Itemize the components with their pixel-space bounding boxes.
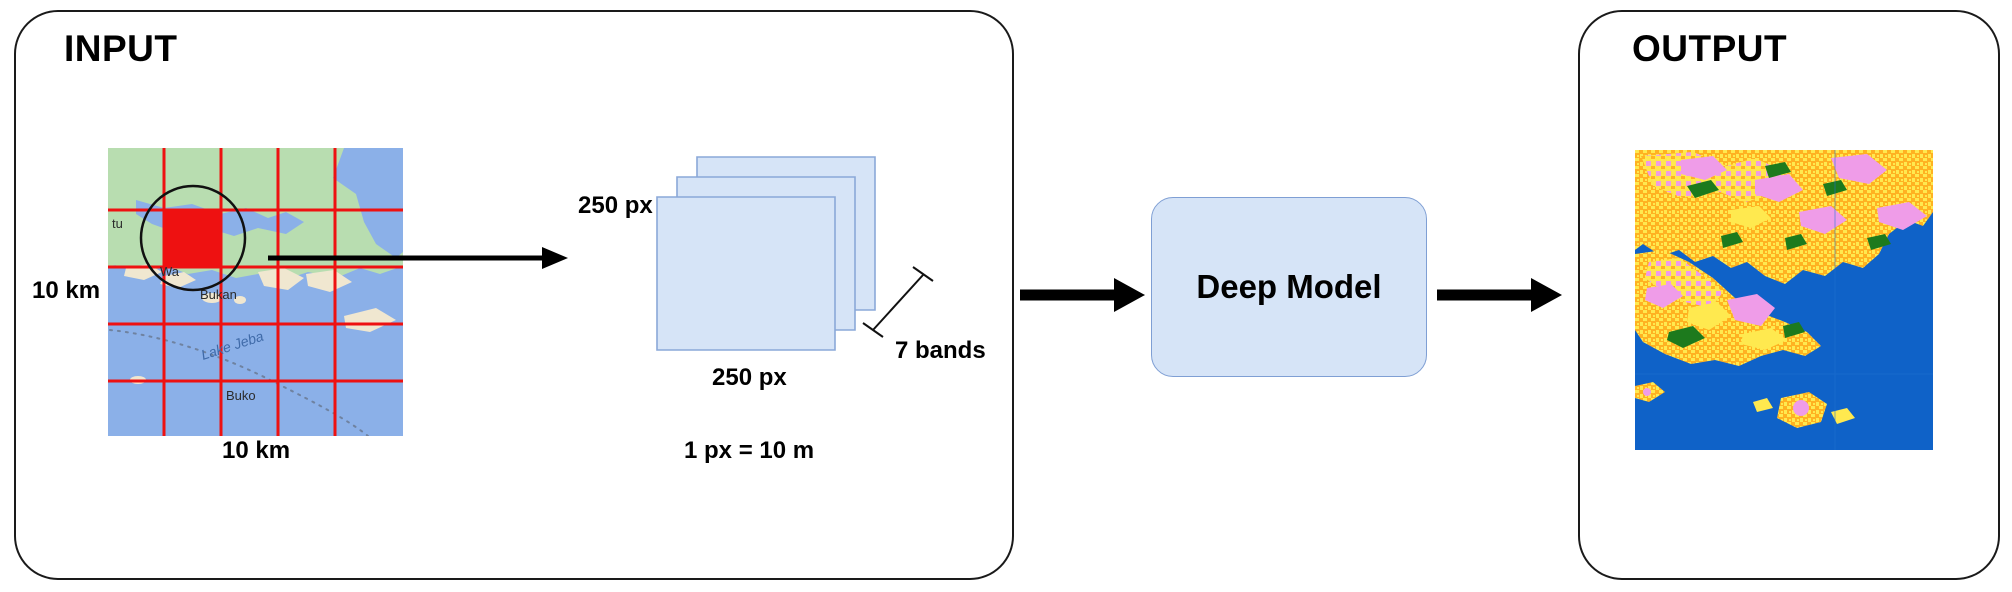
arrow-map-to-cube-icon xyxy=(268,247,568,269)
svg-text:tu: tu xyxy=(112,216,123,231)
selected-patch xyxy=(164,210,221,267)
image-stack-figure xyxy=(656,156,934,351)
deep-model-box[interactable]: Deep Model xyxy=(1151,197,1427,377)
cube-resolution-label: 1 px = 10 m xyxy=(684,437,815,464)
svg-text:Buko: Buko xyxy=(226,388,256,403)
cube-width-label: 250 px xyxy=(712,364,787,391)
map-scale-bottom-label: 10 km xyxy=(222,437,291,464)
deep-model-label: Deep Model xyxy=(1196,268,1382,305)
cube-height-label: 250 px xyxy=(578,192,653,219)
input-panel-title: INPUT xyxy=(64,28,178,69)
arrow-into-model-icon xyxy=(1020,278,1145,312)
basemap-figure: tu Wa Bukan Lake Jeba Buko xyxy=(108,148,403,436)
svg-text:Bukan: Bukan xyxy=(200,287,237,302)
output-panel-title: OUTPUT xyxy=(1632,28,1788,69)
map-scale-left-label: 10 km xyxy=(32,277,101,304)
classified-output-map xyxy=(1635,150,1933,450)
cube-depth-label: 7 bands xyxy=(895,337,986,364)
svg-text:Wa: Wa xyxy=(160,264,180,279)
arrow-out-of-model-icon xyxy=(1437,278,1562,312)
